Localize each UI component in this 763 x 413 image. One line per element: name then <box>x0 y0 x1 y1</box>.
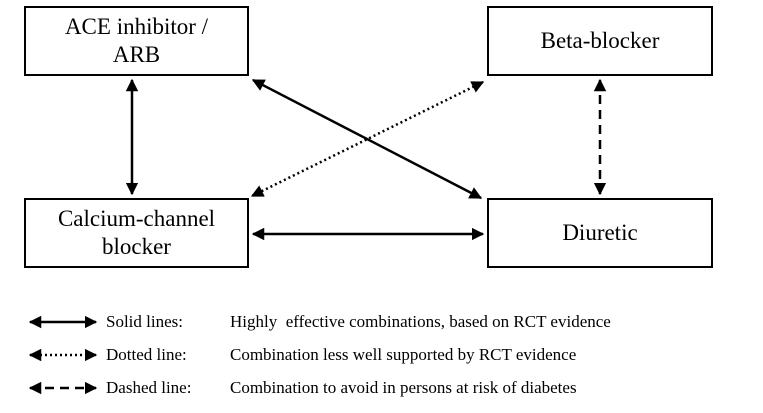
legend-description: Combination to avoid in persons at risk … <box>230 378 577 397</box>
node-label-line: Calcium-channel <box>57 206 216 231</box>
legend-description: Highly effective combinations, based on … <box>230 312 611 331</box>
legend-label: Dotted line: <box>106 345 187 364</box>
node-beta-blocker: Beta-blocker <box>487 6 713 76</box>
legend-dotted-line-icon <box>28 348 98 362</box>
legend-solid-line-icon <box>28 315 98 329</box>
node-label-line: Diuretic <box>562 220 638 245</box>
legend-dashed-line-icon <box>28 381 98 395</box>
node-label-line: ACE inhibitor / <box>64 14 209 39</box>
node-label-line: ARB <box>112 42 161 67</box>
legend-description: Combination less well supported by RCT e… <box>230 345 577 364</box>
node-label-line: blocker <box>102 234 171 259</box>
node-ace-inhibitor-arb: ACE inhibitor / ARB <box>24 6 249 76</box>
legend-label: Dashed line: <box>106 378 192 397</box>
node-label-line: Beta-blocker <box>540 28 660 53</box>
node-diuretic: Diuretic <box>487 198 713 268</box>
legend-label: Solid lines: <box>106 312 183 331</box>
edge-ace-diuretic <box>251 78 483 200</box>
node-calcium-channel-blocker: Calcium-channel blocker <box>24 198 249 268</box>
